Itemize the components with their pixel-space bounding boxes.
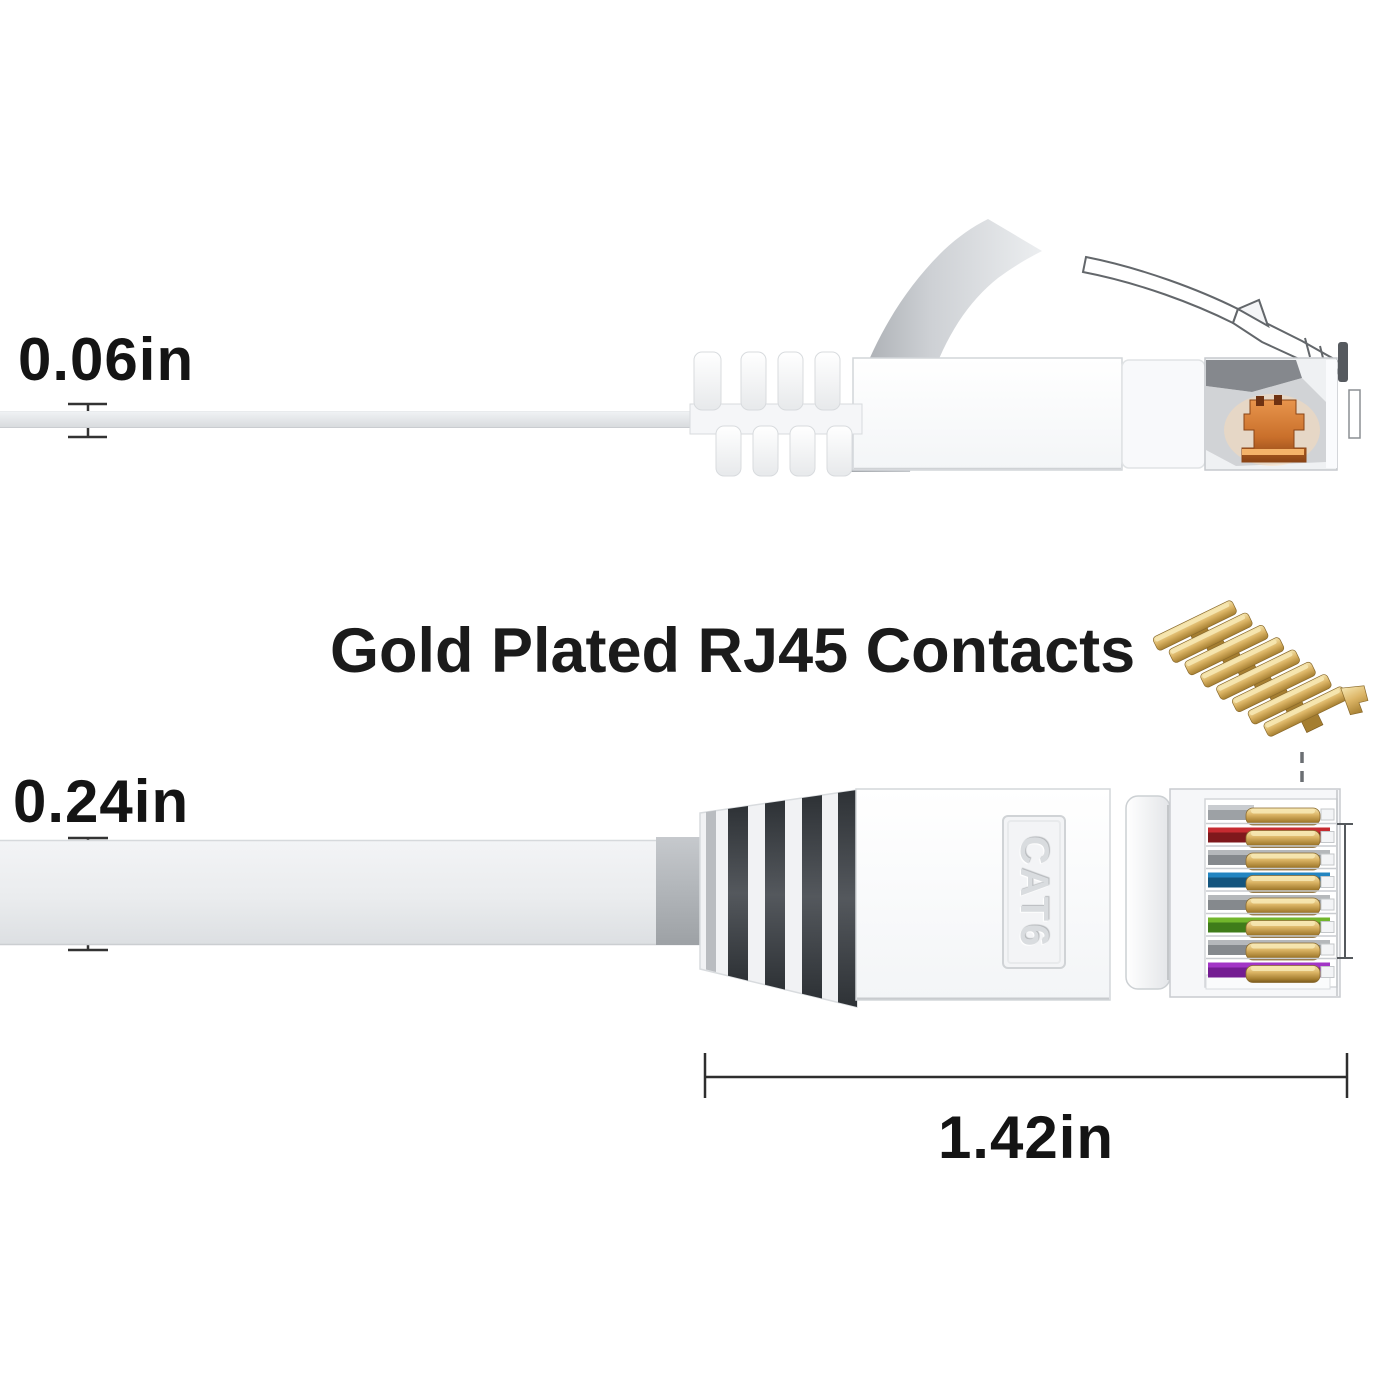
top-plug-inner-segment [1121,359,1206,469]
bottom-plug-latch-bar [1125,795,1171,990]
boot-rib [765,800,785,990]
wire-row-purple [1208,962,1335,983]
length-dimension-line [703,1053,1349,1098]
top-plug-clear-tip [1204,357,1338,471]
wire-row-gray [1208,940,1335,961]
bottom-plug-body [855,788,1111,1001]
strain-relief-boot [699,789,858,1008]
top-plug-body [852,357,1123,471]
top-plug-lock-tab [1338,342,1348,382]
strain-relief-comb [689,351,863,477]
wire-row-blue [1208,872,1335,893]
copper-contact [1241,399,1307,463]
wire-contact-rows [1206,805,1336,983]
thin-cable-thickness-label: 0.06in [18,326,195,393]
cable-stub [656,837,702,945]
gold-contacts-block [1152,600,1369,812]
flat-cable [0,840,702,945]
connector-length-label: 1.42in [937,1104,1115,1171]
bottom-flat-cable-assembly [0,788,1353,1098]
wire-row-green [1208,917,1335,938]
cat6-marking-panel [1002,815,1066,969]
boot-rib [802,795,822,999]
flat-cable-thickness-label: 0.24in [13,768,190,835]
top-thin-cable-assembly [0,219,1361,477]
wire-row-gray [1208,850,1335,871]
contact-stack-bracket [1337,823,1353,959]
boot-rib [838,790,857,1007]
wire-row-red [1208,827,1335,848]
wire-row-silver [1208,805,1335,826]
gold-contact-finger [1263,685,1369,737]
boot-rib [728,806,748,981]
flat-cable-thickness-ticks [68,836,108,952]
wire-row-gray [1208,895,1335,916]
gold-contacts-heading: Gold Plated RJ45 Contacts [330,616,1136,686]
thin-cable [0,411,698,428]
